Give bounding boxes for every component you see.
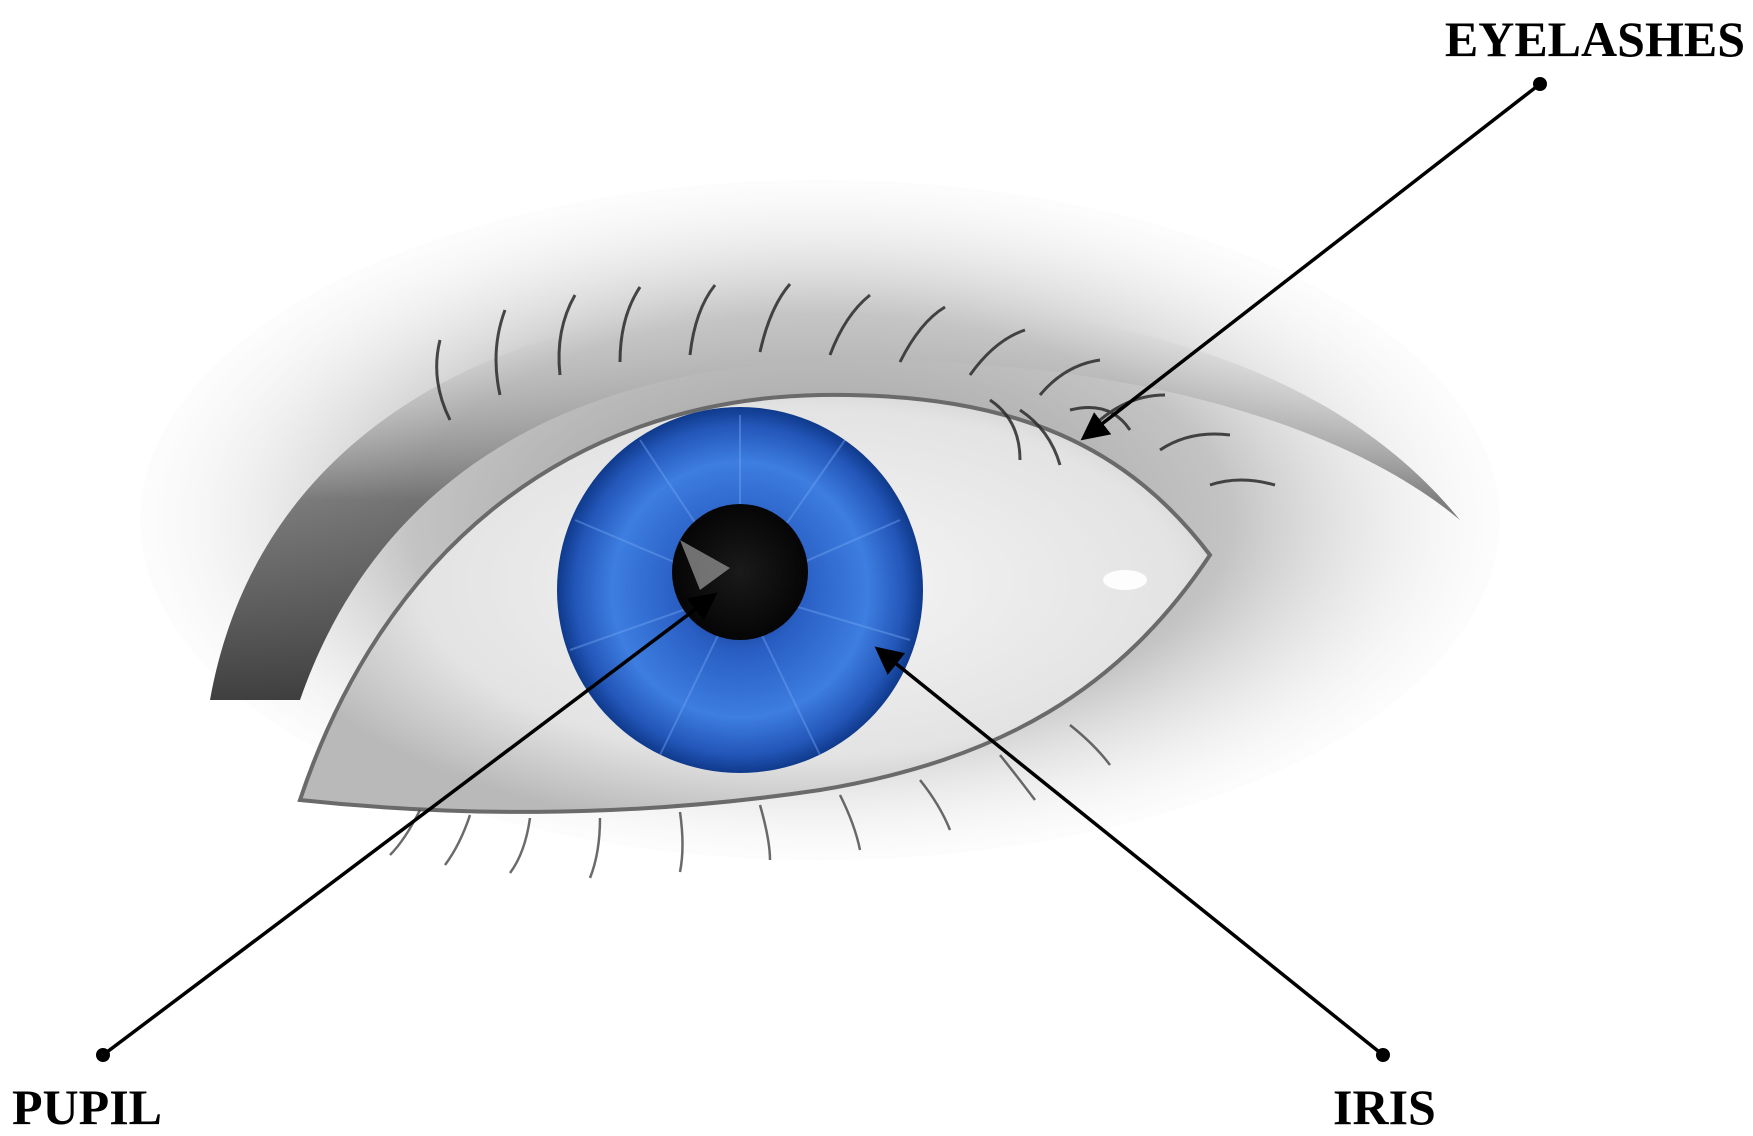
pupil-shape	[672, 504, 808, 640]
label-pupil: PUPIL	[12, 1082, 162, 1132]
label-iris: IRIS	[1333, 1082, 1436, 1132]
sclera-shine	[1103, 570, 1147, 590]
dot-eyelashes	[1533, 77, 1547, 91]
dot-pupil	[96, 1048, 110, 1062]
label-eyelashes: EYELASHES	[1445, 14, 1745, 64]
dot-iris	[1376, 1048, 1390, 1062]
